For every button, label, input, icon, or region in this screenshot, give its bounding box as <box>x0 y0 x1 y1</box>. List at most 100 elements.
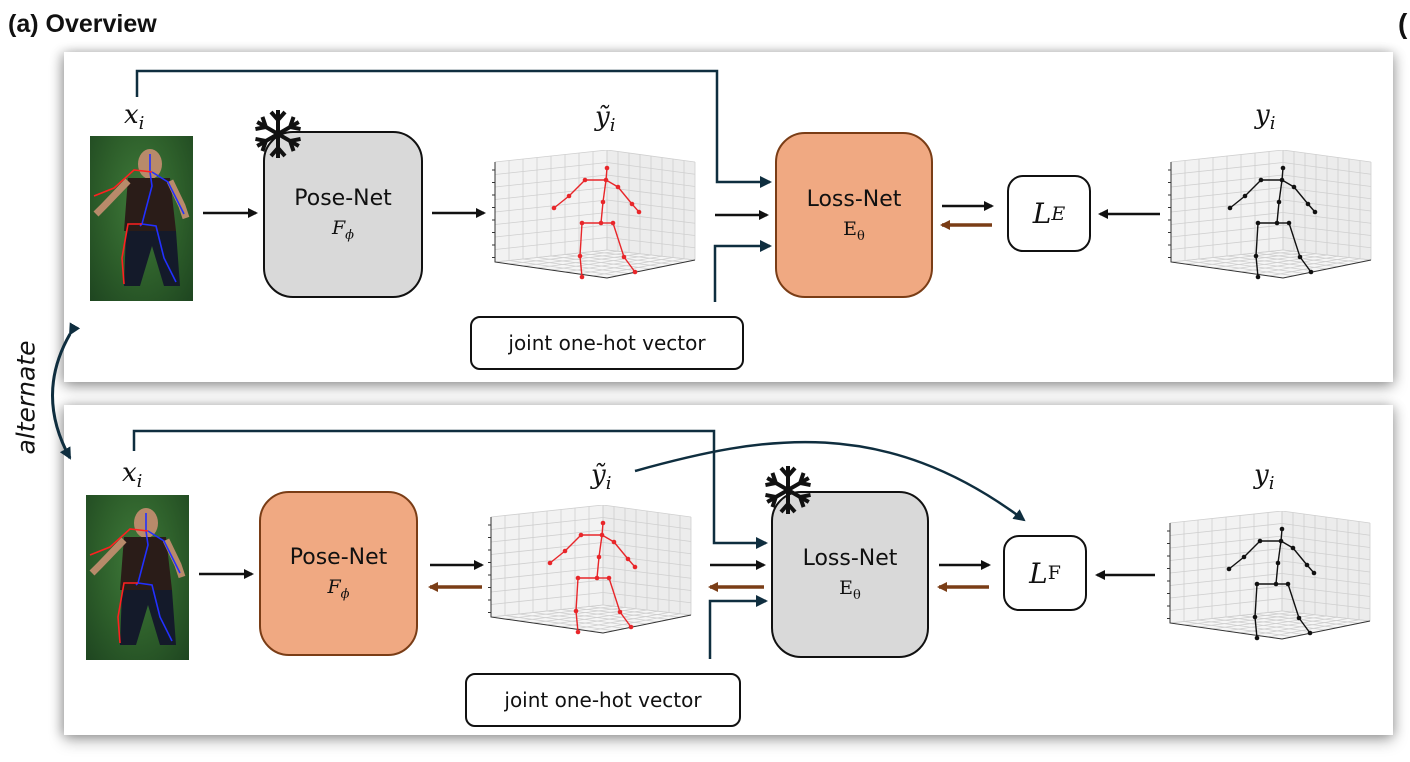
skeleton-joint <box>573 608 579 614</box>
skeleton-joint <box>1290 545 1296 551</box>
skeleton-joint <box>596 554 602 560</box>
skeleton-joint <box>1280 165 1286 171</box>
skeleton-bone <box>619 611 632 628</box>
skeleton-joint <box>1312 209 1318 215</box>
skeleton-joint <box>1257 538 1263 544</box>
person-with-2d-skeleton <box>89 508 186 645</box>
skeleton-joint <box>1253 253 1259 259</box>
skeleton-joint <box>1241 554 1247 560</box>
top-panel-connectors <box>135 69 1160 302</box>
skeleton-joint <box>594 575 600 581</box>
skeleton-joint <box>579 220 585 226</box>
arrow-onehot-to-loss-net <box>713 240 772 302</box>
skeleton-joint <box>562 548 568 554</box>
plot-axes <box>494 162 696 279</box>
skeleton-joint <box>1226 566 1232 572</box>
loss-net-label: Loss-Net <box>802 546 898 572</box>
skeleton-joint <box>1285 581 1291 587</box>
skeleton-joint <box>598 220 604 226</box>
skeleton-bone <box>1292 547 1308 566</box>
pose-net-symbol: Fϕ <box>327 576 350 602</box>
skeleton-bone <box>1281 179 1295 188</box>
pose-net-box-frozen: Pose-Net Fϕ <box>263 131 423 298</box>
skeleton-joint <box>575 575 581 581</box>
skeleton-joint <box>1227 205 1233 211</box>
skeleton-joint <box>610 220 616 226</box>
skeleton-bone <box>1228 556 1245 570</box>
skeleton-joint <box>1254 635 1260 641</box>
skeleton-bone <box>1288 222 1301 258</box>
skeleton-bone <box>596 556 600 579</box>
skeleton-joint <box>566 193 572 199</box>
skeleton-joint <box>1297 254 1303 260</box>
input-label: xi <box>124 100 145 135</box>
skip-arrow-input-to-loss-net <box>135 69 772 188</box>
pose-net-label: Pose-Net <box>289 545 388 571</box>
snowflake-frozen-icon <box>765 466 811 514</box>
skeleton-joint <box>1275 560 1281 566</box>
loss-net-symbol: Eθ <box>839 577 861 603</box>
skeleton-bone <box>613 541 629 560</box>
skeleton-bone <box>1244 179 1262 197</box>
skeleton-joint <box>1276 199 1282 205</box>
skeleton-joint <box>1307 630 1313 636</box>
skeleton-bone <box>568 179 586 197</box>
skeleton-bone <box>1299 256 1312 273</box>
skeleton-joint <box>621 254 627 260</box>
skeleton-bone <box>1287 583 1300 619</box>
skeleton-bone <box>575 610 579 633</box>
skeleton-bone <box>602 179 607 203</box>
plot-axes <box>1170 162 1372 279</box>
skeleton-joint <box>1258 177 1264 183</box>
alternate-label: alternate <box>11 340 41 455</box>
input-label: xi <box>122 458 143 493</box>
skeleton-joint <box>603 177 609 183</box>
skeleton-joint <box>551 205 557 211</box>
skeleton-bone <box>598 534 603 558</box>
skeleton-bone <box>549 550 566 564</box>
skeleton-bone <box>600 201 604 224</box>
skeleton-joint <box>1279 526 1285 532</box>
figure-title: (a) Overview <box>8 10 157 38</box>
skip-arrow-input-to-loss-net <box>132 429 768 549</box>
skeleton-bone <box>1255 222 1259 257</box>
loss-net-symbol: Eθ <box>843 217 865 244</box>
skeleton-bone <box>1255 255 1259 278</box>
skeleton-joint <box>1296 615 1302 621</box>
loss-net-box-frozen: Loss-Net Eθ <box>771 491 929 658</box>
plot-axes <box>490 517 692 634</box>
skeleton-joint <box>1311 570 1317 576</box>
skeleton-joint <box>1278 538 1284 544</box>
skeleton-joint <box>604 165 610 171</box>
skeleton-bone <box>617 186 633 205</box>
skeleton-joint <box>1255 220 1261 226</box>
joint-onehot-vector-box: joint one-hot vector <box>470 316 744 370</box>
plot-axes <box>1169 523 1371 640</box>
skeleton-bone <box>601 534 615 543</box>
skeleton-bone <box>579 255 583 278</box>
skeleton-bone <box>575 577 579 612</box>
skeleton-bone <box>1298 617 1311 634</box>
skeleton-joint <box>577 253 583 259</box>
skeleton-joint <box>1304 562 1310 568</box>
skeleton-joint <box>617 609 623 615</box>
skeleton-bone <box>1254 616 1258 639</box>
skeleton-joint <box>1291 184 1297 190</box>
skeleton-bone <box>1254 583 1258 618</box>
skeleton-bone <box>1243 540 1261 558</box>
predicted-3d-pose-plot <box>488 505 692 635</box>
prediction-label: ỹi <box>591 460 612 495</box>
pose-net-box-trainable: Pose-Net Fϕ <box>259 491 418 656</box>
predicted-3d-pose-plot <box>492 150 696 280</box>
skeleton-joint <box>611 539 617 545</box>
pose-net-label: Pose-Net <box>294 186 392 212</box>
skeleton-joint <box>636 209 642 215</box>
skeleton-joint <box>629 201 635 207</box>
skeleton-joint <box>579 274 585 280</box>
skeleton-joint <box>615 184 621 190</box>
skeleton-bone <box>1229 195 1246 209</box>
next-subfigure-label-cut: ( <box>1398 8 1408 39</box>
skeleton-bone <box>623 256 636 273</box>
skeleton-bone <box>1280 540 1294 549</box>
